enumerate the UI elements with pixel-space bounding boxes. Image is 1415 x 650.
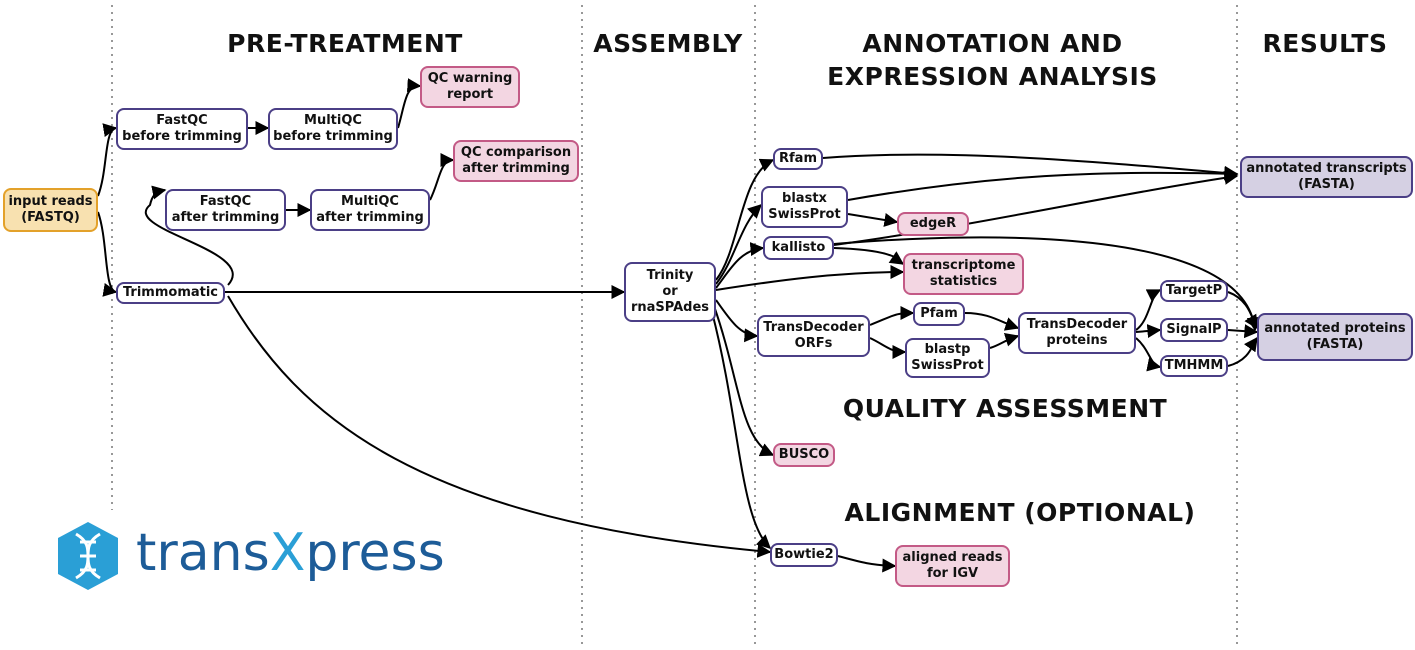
- transxpress-logo: [58, 522, 118, 590]
- blastx-swissprot-node: blastx SwissProt: [761, 186, 848, 228]
- annotated-proteins-node: annotated proteins (FASTA): [1257, 313, 1413, 361]
- signalp-node: SignalP: [1160, 318, 1228, 342]
- logo-text-x: X: [269, 523, 306, 583]
- section-assembly: ASSEMBLY: [593, 29, 743, 58]
- input-reads-node: input reads (FASTQ): [3, 188, 98, 232]
- section-pre-treatment: PRE-TREATMENT: [227, 29, 463, 58]
- dna-icon: [75, 532, 101, 580]
- blastp-swissprot-node: blastp SwissProt: [905, 338, 990, 378]
- annotated-transcripts-node: annotated transcripts (FASTA): [1240, 156, 1413, 198]
- kallisto-node: kallisto: [763, 236, 834, 260]
- pfam-node: Pfam: [913, 302, 965, 326]
- section-quality-assessment: QUALITY ASSESSMENT: [842, 394, 1168, 423]
- transcriptome-statistics-node: transcriptome statistics: [903, 253, 1024, 295]
- rfam-node: Rfam: [773, 148, 823, 170]
- aligned-reads-node: aligned reads for IGV: [895, 545, 1010, 587]
- logo-text-end: press: [305, 523, 445, 583]
- transdecoder-proteins-node: TransDecoder proteins: [1018, 312, 1136, 354]
- qc-warning-report-node: QC warning report: [420, 66, 520, 108]
- column-dividers: [111, 5, 1238, 648]
- multiqc-before-node: MultiQC before trimming: [268, 108, 398, 150]
- section-annotation-line2: EXPRESSION ANALYSIS: [827, 62, 1158, 91]
- fastqc-before-node: FastQC before trimming: [116, 108, 248, 150]
- logo-wordmark: transXpress: [136, 518, 445, 588]
- trinity-rnaspades-node: Trinity or rnaSPAdes: [624, 262, 716, 322]
- multiqc-after-node: MultiQC after trimming: [310, 189, 430, 231]
- section-alignment: ALIGNMENT (OPTIONAL): [844, 498, 1196, 527]
- targetp-node: TargetP: [1160, 280, 1228, 302]
- fastqc-after-node: FastQC after trimming: [165, 189, 286, 231]
- trimmomatic-node: Trimmomatic: [116, 282, 225, 304]
- transdecoder-orfs-node: TransDecoder ORFs: [757, 315, 870, 357]
- busco-node: BUSCO: [773, 443, 835, 467]
- edger-node: edgeR: [897, 212, 969, 236]
- logo-text-main: trans: [136, 523, 270, 583]
- bowtie2-node: Bowtie2: [770, 543, 838, 567]
- connectors: [97, 78, 1261, 573]
- qc-comparison-node: QC comparison after trimming: [453, 140, 579, 182]
- section-results: RESULTS: [1262, 29, 1388, 58]
- section-annotation-line1: ANNOTATION AND: [862, 29, 1123, 58]
- tmhmm-node: TMHMM: [1160, 355, 1228, 377]
